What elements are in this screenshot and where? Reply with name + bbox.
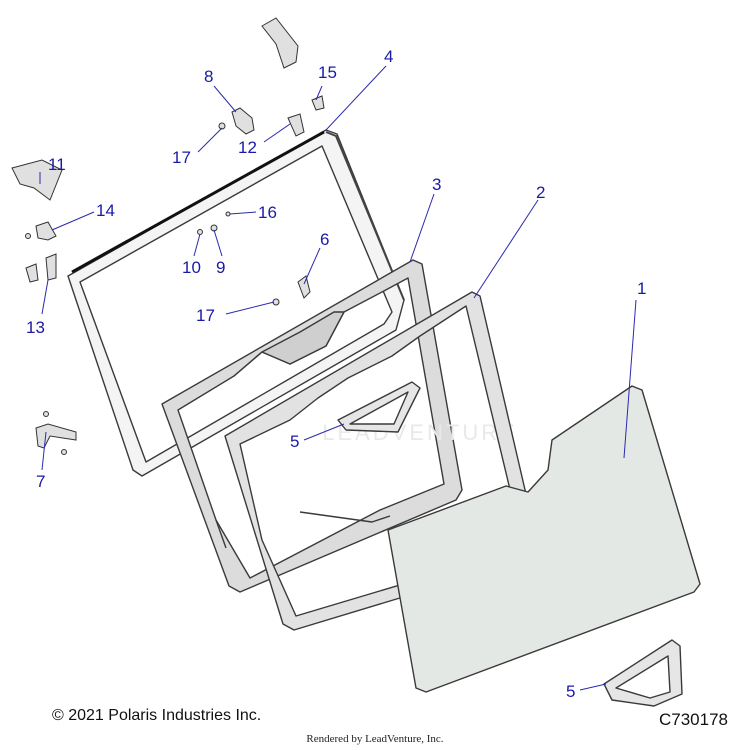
callout-5-upper: 5 [290, 432, 299, 451]
diagram-id: C730178 [658, 710, 728, 729]
callout-9: 9 [216, 258, 225, 277]
callout-12: 12 [238, 138, 257, 157]
rendered-by-credit: Rendered by LeadVenture, Inc. [306, 733, 444, 745]
part-14-nut [25, 233, 31, 239]
part-15-clip [311, 95, 325, 111]
part-13-clip [25, 253, 57, 283]
leader-lines [39, 65, 637, 691]
callouts: 1 2 3 4 5 5 6 7 8 9 10 11 12 13 14 15 16… [26, 47, 646, 701]
part-5-lower-handle [603, 639, 683, 707]
part-10-fastener [197, 229, 203, 235]
part-8-bracket [231, 107, 255, 135]
part-17-nut-upper [218, 122, 226, 130]
part-14-bracket [35, 221, 57, 241]
copyright-notice: © 2021 Polaris Industries Inc. [52, 707, 262, 724]
callout-4: 4 [384, 47, 393, 66]
callout-10: 10 [182, 258, 201, 277]
part-4-frame [67, 129, 405, 477]
callout-6: 6 [320, 230, 329, 249]
callout-14: 14 [96, 201, 115, 220]
part-5-upper-handle [337, 381, 421, 433]
callout-3: 3 [432, 175, 441, 194]
hardware-parts [11, 17, 325, 455]
part-7-nut-2 [61, 449, 67, 455]
part-7-hinge [35, 423, 77, 449]
callout-15: 15 [318, 63, 337, 82]
part-3-frame [161, 259, 463, 593]
callout-8: 8 [204, 67, 213, 86]
callout-5-lower: 5 [566, 682, 575, 701]
callout-16: 16 [258, 203, 277, 222]
callout-7: 7 [36, 472, 45, 491]
part-6-bracket [297, 275, 311, 299]
part-7-nut [43, 411, 49, 417]
callout-13: 13 [26, 318, 45, 337]
callout-17-upper: 17 [172, 148, 191, 167]
part-12-clip [287, 113, 305, 137]
callout-11: 11 [48, 155, 66, 174]
part-11-pad [11, 159, 63, 201]
callout-1: 1 [637, 279, 646, 298]
callout-17-lower: 17 [196, 306, 215, 325]
callout-2: 2 [536, 183, 545, 202]
part-16-fastener [225, 211, 231, 217]
part-1-glass [387, 385, 701, 693]
part-top-right-pad [261, 17, 299, 69]
